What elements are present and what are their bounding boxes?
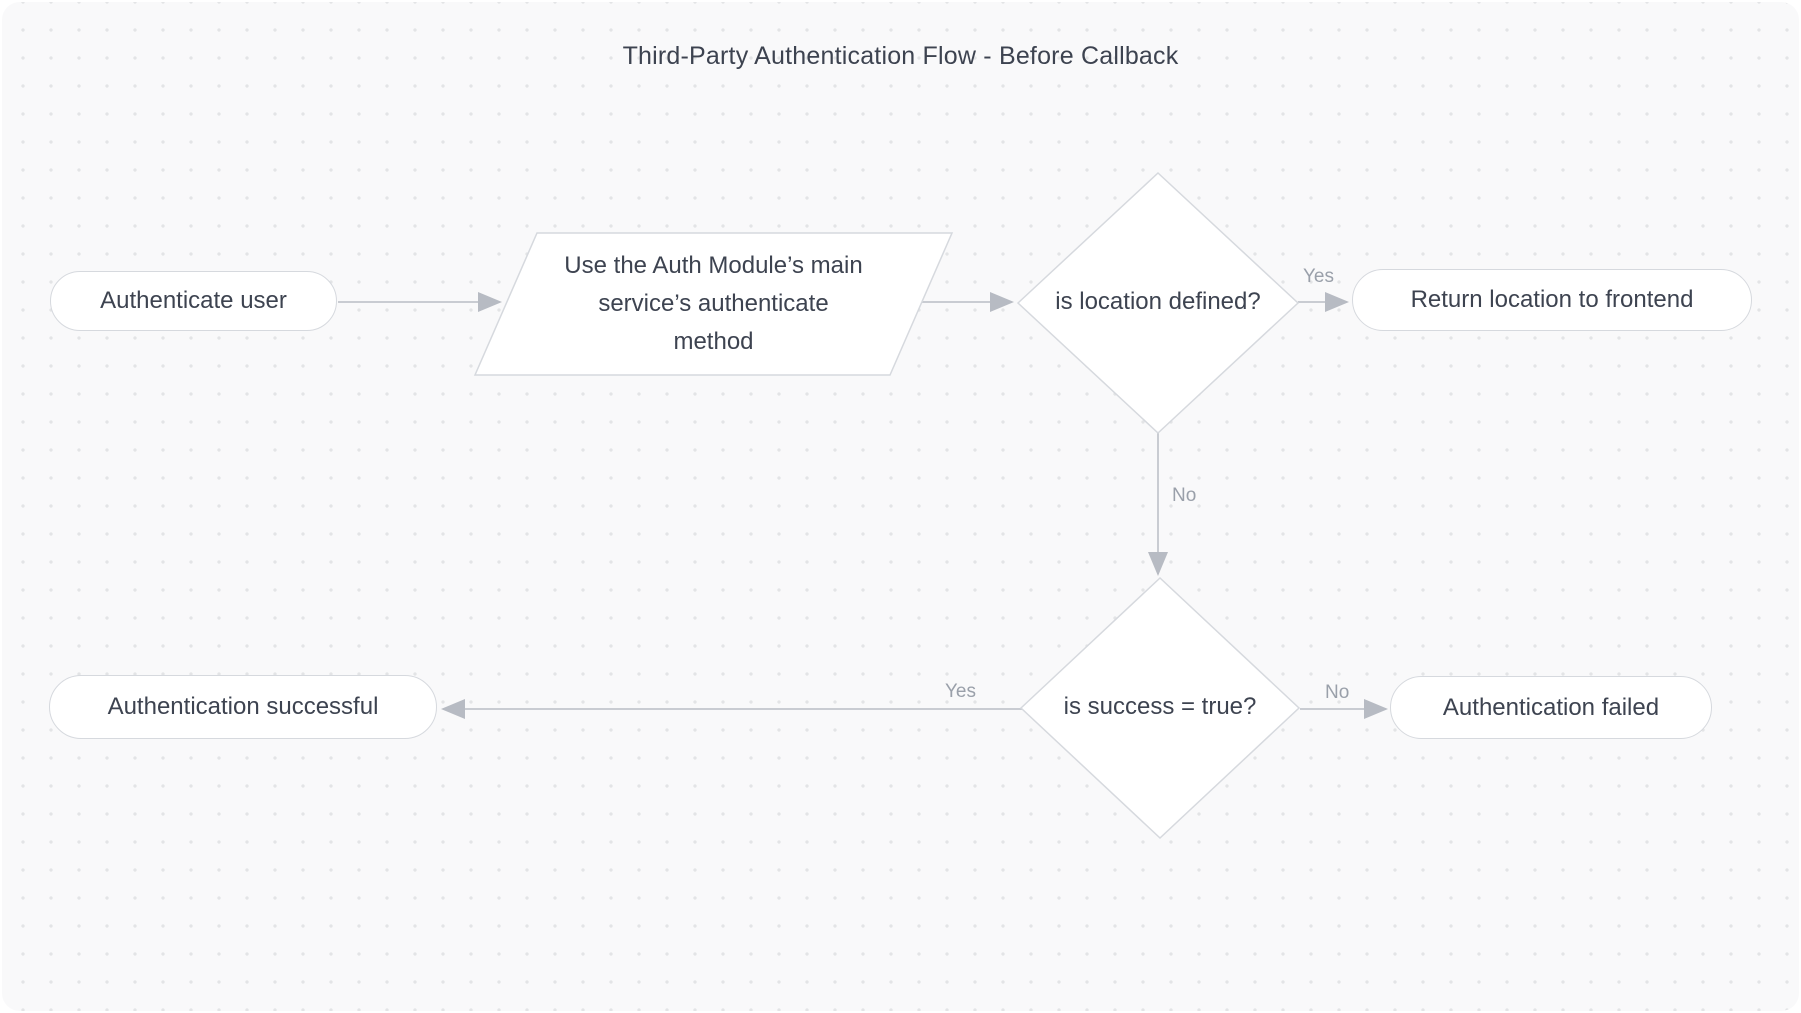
node-auth-successful-label: Authentication successful: [107, 693, 379, 720]
node-return-location-label: Return location to frontend: [1410, 286, 1694, 313]
node-auth-successful[interactable]: Authentication successful: [49, 675, 437, 739]
node-authenticate-user[interactable]: Authenticate user: [50, 271, 337, 331]
diagram-title: Third-Party Authentication Flow - Before…: [622, 42, 1179, 70]
node-authenticate-user-label: Authenticate user: [100, 287, 287, 314]
node-process-parallelogram[interactable]: [473, 232, 954, 376]
node-return-location[interactable]: Return location to frontend: [1352, 269, 1752, 331]
node-decision-location-diamond[interactable]: [1016, 171, 1300, 435]
node-decision-success-diamond[interactable]: [1019, 576, 1301, 840]
node-auth-failed[interactable]: Authentication failed: [1390, 676, 1712, 739]
node-auth-failed-label: Authentication failed: [1442, 693, 1660, 721]
